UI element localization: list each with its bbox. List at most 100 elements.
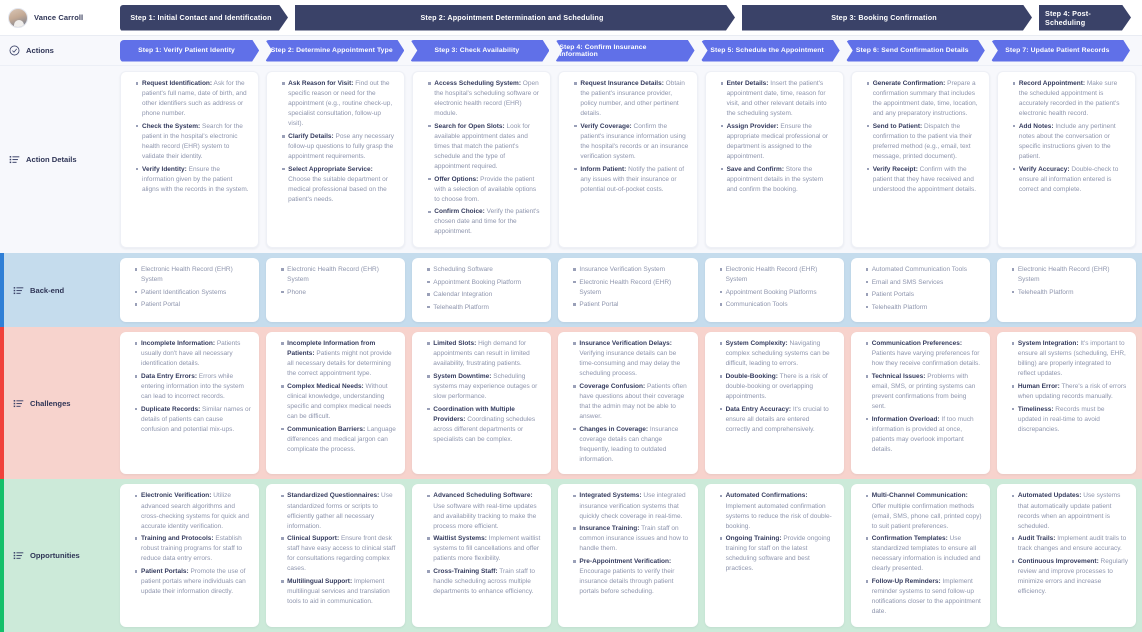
list-item: Double-Booking: There is a risk of doubl… — [719, 372, 836, 402]
list-item-term: Verify Receipt: — [872, 165, 918, 173]
card: Ask Reason for Visit: Find out the speci… — [266, 71, 406, 248]
step-5[interactable]: Step 5: Schedule the Appointment — [701, 40, 840, 62]
list-item-term: Confirm Choice: — [434, 208, 485, 216]
item-list: Access Scheduling System: Open the hospi… — [421, 79, 542, 237]
step-4[interactable]: Step 4: Confirm Insurance Information — [555, 40, 694, 62]
step-3[interactable]: Step 3: Check Availability — [410, 40, 549, 62]
step-7[interactable]: Step 7: Update Patient Records — [991, 40, 1130, 62]
list-item-term: Offer Options: — [434, 175, 479, 183]
card: Automated Updates: Use systems that auto… — [996, 484, 1136, 627]
item-list: Ask Reason for Visit: Find out the speci… — [275, 79, 396, 205]
row-backend: Back-end Electronic Health Record (EHR) … — [0, 252, 1142, 328]
list-item-term: Advanced Scheduling Software: — [433, 492, 533, 500]
list-item: Patient Portals — [865, 290, 982, 300]
list-item-term: Verify Accuracy: — [1018, 165, 1070, 173]
item-list: Limited Slots: High demand for appointme… — [420, 339, 543, 445]
list-item: Communication Tools — [719, 300, 836, 310]
phase-3[interactable]: Step 3: Booking Confirmation — [742, 5, 1032, 31]
list-item-term: Request Identification: — [142, 80, 213, 87]
phase-4[interactable]: Step 4: Post-Scheduling — [1039, 5, 1131, 31]
list-item-term: Double-Booking: — [725, 372, 778, 380]
card: Record Appointment: Make sure the schedu… — [996, 71, 1136, 248]
list-item-term: Audit Trails: — [1017, 535, 1056, 543]
list-item: Scheduling Software — [427, 265, 543, 275]
list-item: Generate Confirmation: Prepare a confirm… — [866, 79, 981, 119]
list-item: Request Identification: Ask for the pati… — [135, 79, 250, 119]
list-item-term: Check the System: — [142, 122, 201, 130]
list-item: Coverage Confusion: Patients often have … — [573, 382, 689, 422]
list-item-term: Multi-Channel Communication: — [871, 492, 968, 500]
item-list: System Complexity: Navigating complex sc… — [713, 339, 836, 435]
step-2[interactable]: Step 2: Determine Appointment Type — [265, 40, 404, 62]
card: Request Insurance Details: Obtain the pa… — [558, 71, 698, 248]
card: Communication Preferences: Patients have… — [850, 332, 990, 475]
list-item: Follow-Up Reminders: Implement reminder … — [865, 577, 982, 617]
list-item: Appointment Booking Platforms — [719, 288, 836, 298]
list-item: System Integration: It's important to en… — [1011, 339, 1128, 379]
avatar — [8, 7, 28, 28]
list-item: Inform Patient: Notify the patient of an… — [574, 165, 688, 195]
row-opportunities: Opportunities Electronic Verification: U… — [0, 479, 1142, 632]
list-item-term: Limited Slots: — [433, 340, 477, 348]
list-item: Duplicate Records: Similar names or deta… — [134, 405, 251, 435]
list-item-term: Follow-Up Reminders: — [871, 577, 941, 585]
list-item-term: Select Appropriate Service: — [288, 165, 373, 173]
item-list: Automated Confirmations: Implement autom… — [713, 491, 836, 574]
list-item: Ask Reason for Visit: Find out the speci… — [282, 79, 396, 129]
card: Integrated Systems: Use integrated insur… — [558, 484, 698, 627]
step-list: Step 1: Verify Patient Identity Step 2: … — [120, 40, 1142, 62]
row-label-action-details: Action Details — [0, 66, 120, 253]
list-item: Clarify Details: Pose any necessary foll… — [282, 132, 396, 162]
list-icon — [13, 286, 24, 294]
list-item-term: Verify Identity: — [142, 165, 187, 173]
list-item-term: System Downtime: — [433, 372, 492, 380]
card: Multi-Channel Communication: Offer multi… — [850, 484, 990, 627]
list-item: Standardized Questionnaires: Use standar… — [281, 491, 397, 531]
list-item: Patient Identification Systems — [134, 288, 251, 298]
list-item: Electronic Health Record (EHR) System — [573, 278, 689, 298]
item-list: Insurance Verification Delays: Verifying… — [566, 339, 689, 465]
list-item-term: Information Overload: — [871, 415, 940, 423]
list-item-term: Record Appointment: — [1018, 80, 1086, 87]
phase-header: Vance Carroll Step 1: Initial Contact an… — [0, 0, 1142, 36]
list-item: Appointment Booking Platform — [427, 278, 543, 288]
list-item-term: Automated Updates: — [1017, 492, 1082, 500]
list-item: Insurance Training: Train staff on commo… — [573, 524, 689, 554]
list-item-term: Duplicate Records: — [141, 405, 201, 413]
card: Incomplete Information: Patients usually… — [120, 332, 260, 475]
phase-2[interactable]: Step 2: Appointment Determination and Sc… — [295, 5, 735, 31]
step-1[interactable]: Step 1: Verify Patient Identity — [120, 40, 259, 62]
list-item: Enter Details: Insert the patient's appo… — [720, 79, 835, 119]
card: System Integration: It's important to en… — [996, 332, 1136, 475]
list-item-term: Integrated Systems: — [579, 492, 642, 500]
card: Electronic Verification: Utilize advance… — [120, 484, 260, 627]
card: Advanced Scheduling Software: Use softwa… — [412, 484, 552, 627]
item-list: Enter Details: Insert the patient's appo… — [714, 79, 835, 195]
list-item: Add Notes: Include any pertinent notes a… — [1012, 122, 1127, 162]
opportunities-cards: Electronic Verification: Utilize advance… — [120, 479, 1142, 631]
list-item: Patient Portals: Promote the use of pati… — [134, 567, 251, 597]
list-item: Continuous Improvement: Regularly review… — [1011, 557, 1128, 597]
list-item-term: Insurance Verification Delays: — [579, 340, 672, 348]
list-item-term: Training and Protocols: — [141, 535, 214, 543]
list-item: Record Appointment: Make sure the schedu… — [1012, 79, 1127, 119]
list-item-term: Data Entry Errors: — [141, 372, 197, 380]
list-item: Assign Provider: Ensure the appropriate … — [720, 122, 835, 162]
item-list: Communication Preferences: Patients have… — [859, 339, 982, 455]
list-item-term: Electronic Verification: — [141, 492, 212, 500]
phase-1[interactable]: Step 1: Initial Contact and Identificati… — [120, 5, 288, 31]
list-item: Send to Patient: Dispatch the confirmati… — [866, 122, 981, 162]
list-item-term: Request Insurance Details: — [580, 80, 664, 87]
list-item: Timeliness: Records must be updated in r… — [1011, 405, 1128, 435]
list-item: Communication Barriers: Language differe… — [281, 425, 397, 455]
rows-container: Actions Step 1: Verify Patient Identity … — [0, 36, 1142, 632]
list-item: Automated Confirmations: Implement autom… — [719, 491, 836, 531]
user-cell[interactable]: Vance Carroll — [0, 7, 120, 28]
list-item: Incomplete Information from Patients: Pa… — [281, 339, 397, 379]
list-item-term: Ongoing Training: — [725, 535, 782, 543]
step-6[interactable]: Step 6: Send Confirmation Details — [846, 40, 985, 62]
